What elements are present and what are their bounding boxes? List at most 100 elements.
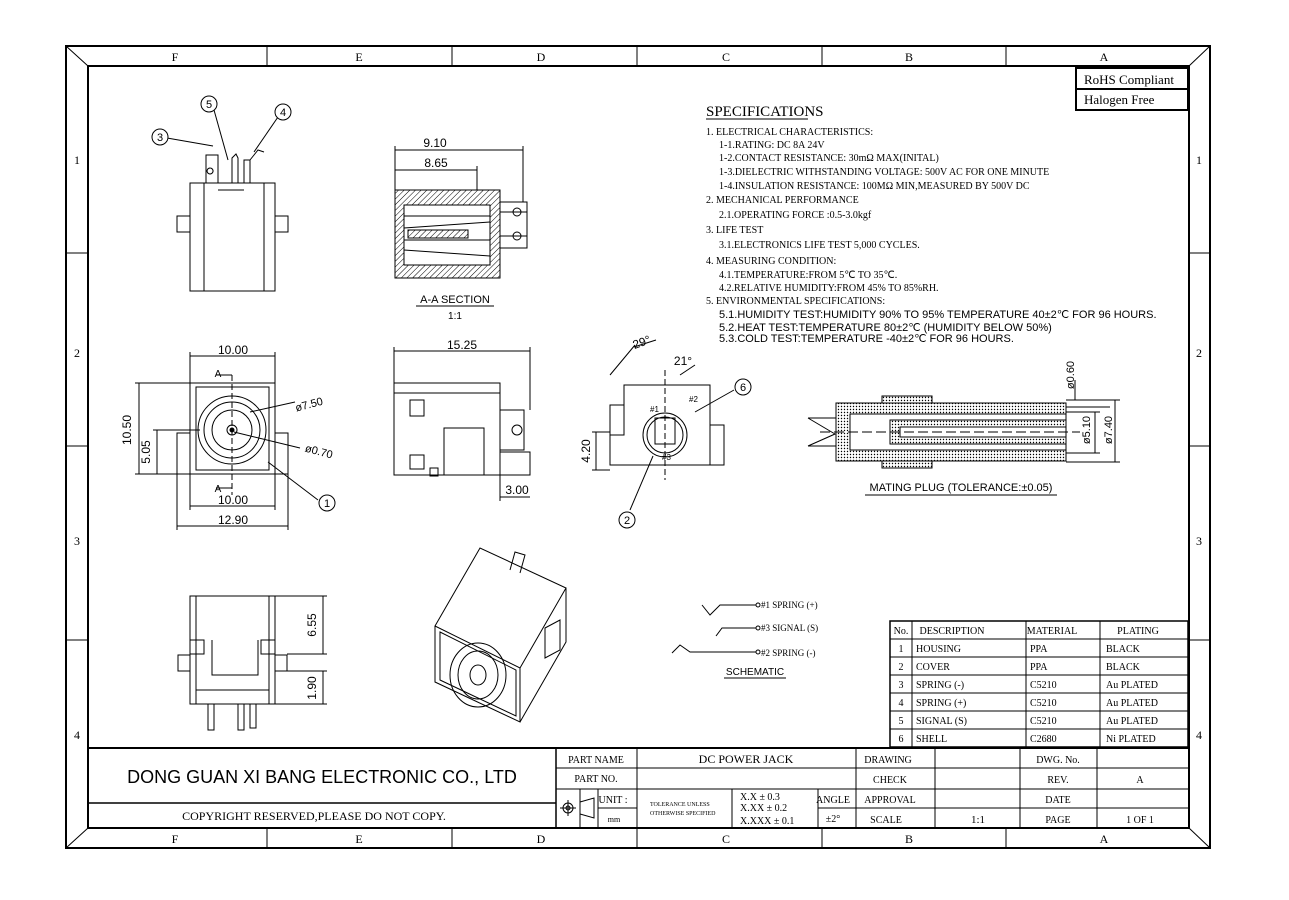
bom-header-plating: PLATING: [1117, 626, 1159, 637]
tolerance-3: X.XXX ± 0.1: [740, 816, 794, 827]
bom-header-material: MATERIAL: [1027, 626, 1078, 637]
unit-value: mm: [608, 815, 621, 824]
bom-cell: C5210: [1030, 680, 1057, 691]
bom-cell: Au PLATED: [1106, 698, 1158, 709]
drawing-label: DRAWING: [864, 755, 912, 766]
rear-view: [592, 339, 735, 511]
tolerance-1: X.X ± 0.3: [740, 792, 780, 803]
dim-9-10: 9.10: [423, 136, 447, 150]
bom-cell: Au PLATED: [1106, 680, 1158, 691]
spec-line: 4. MEASURING CONDITION:: [706, 256, 836, 267]
bom-cell: 2: [899, 662, 904, 673]
specifications-block: SPECIFICATIONS 1. ELECTRICAL CHARACTERIS…: [706, 104, 1157, 345]
page-label: PAGE: [1045, 815, 1070, 826]
row-1-right: 1: [1196, 153, 1202, 167]
top-view: [166, 109, 289, 292]
zone-a-bottom: A: [1100, 832, 1109, 846]
callout-4: 4: [280, 107, 286, 119]
spec-line: 3. LIFE TEST: [706, 225, 763, 236]
zone-b-bottom: B: [905, 832, 913, 846]
approval-label: APPROVAL: [864, 795, 916, 806]
dim-8-65: 8.65: [424, 156, 448, 170]
spec-line: 5.3.COLD TEST:TEMPERATURE -40±2℃ FOR 96 …: [719, 333, 1014, 345]
bom-cell: 6: [899, 734, 904, 745]
halogen-badge: Halogen Free: [1084, 92, 1155, 107]
side-view: [393, 347, 531, 501]
row-4-left: 4: [74, 728, 80, 742]
row-2-left: 2: [74, 346, 80, 360]
tolerance-label-1: TOLERANCE UNLESS: [650, 802, 710, 808]
bom-cell: SIGNAL (S): [916, 716, 967, 727]
dim-21-deg: 21°: [674, 354, 692, 368]
bom-cell: Ni PLATED: [1106, 734, 1156, 745]
section-mark-a-top: A: [215, 369, 222, 380]
row-2-right: 2: [1196, 346, 1202, 360]
schematic-line-1: #1 SPRING (+): [761, 600, 818, 610]
zone-f-bottom: F: [172, 832, 179, 846]
bom-cell: HOUSING: [916, 644, 961, 655]
row-4-right: 4: [1196, 728, 1202, 742]
page-value: 1 OF 1: [1126, 815, 1154, 826]
dim-3-00: 3.00: [505, 483, 529, 497]
plug-dim-5-10: ø5.10: [1081, 416, 1093, 444]
dwg-no-label: DWG. No.: [1036, 755, 1080, 766]
bom-cell: C5210: [1030, 716, 1057, 727]
spec-line: 1-1.RATING: DC 8A 24V: [719, 140, 825, 151]
callout-1-circle: [318, 494, 336, 512]
bom-cell: 3: [899, 680, 904, 691]
zone-c-top: C: [722, 50, 730, 64]
top-view-callouts: 3 5 4: [151, 95, 292, 146]
schematic: [671, 602, 786, 679]
callout-2-circle: [618, 511, 636, 529]
spec-line: 1-4.INSULATION RESISTANCE: 100MΩ MIN,MEA…: [719, 181, 1030, 192]
dim-dia-7-50: ø7.50: [294, 396, 324, 415]
bom-cell: 1: [899, 644, 904, 655]
section-label: A-A SECTION: [420, 294, 490, 306]
projection-symbol-icon: [560, 797, 595, 819]
zone-b-top: B: [905, 50, 913, 64]
rev-value: A: [1136, 775, 1144, 786]
dim-10-00-top: 10.00: [218, 343, 248, 357]
spec-line: 4.1.TEMPERATURE:FROM 5℃ TO 35℃.: [719, 270, 897, 281]
isometric-view: [434, 547, 567, 723]
spec-line: 4.2.RELATIVE HUMIDITY:FROM 45% TO 85%RH.: [719, 283, 939, 294]
part-name-label: PART NAME: [568, 755, 624, 766]
dim-6-55: 6.55: [305, 613, 319, 637]
spec-line: 2. MECHANICAL PERFORMANCE: [706, 195, 859, 206]
schematic-line-2: #2 SPRING (-): [761, 648, 816, 658]
callout-6: 6: [740, 382, 746, 394]
bom-cell: COVER: [916, 662, 950, 673]
bom-cell: SPRING (-): [916, 680, 964, 691]
bom-cell: Au PLATED: [1106, 716, 1158, 727]
dim-29-deg: 29°: [631, 332, 653, 351]
row-3-right: 3: [1196, 534, 1202, 548]
bom-content: No. DESCRIPTION MATERIAL PLATING 1 HOUSI…: [894, 626, 1159, 745]
bom-cell: BLACK: [1106, 662, 1141, 673]
spec-title: SPECIFICATIONS: [706, 104, 824, 120]
spec-line: 1. ELECTRICAL CHARACTERISTICS:: [706, 127, 873, 138]
spec-line: 2.1.OPERATING FORCE :0.5-3.0kgf: [719, 210, 872, 221]
bom-cell: BLACK: [1106, 644, 1141, 655]
front-view: [135, 352, 319, 530]
mating-plug: [807, 380, 1120, 496]
row-1-left: 1: [74, 153, 80, 167]
angle-value: ±2°: [826, 814, 841, 825]
zone-c-bottom: C: [722, 832, 730, 846]
scale-label: SCALE: [870, 815, 902, 826]
schematic-label: SCHEMATIC: [726, 667, 784, 678]
dim-15-25: 15.25: [447, 338, 477, 352]
bom-cell: SPRING (+): [916, 698, 966, 709]
rev-label: REV.: [1047, 775, 1068, 786]
part-name-value: DC POWER JACK: [699, 752, 794, 766]
bom-cell: C5210: [1030, 698, 1057, 709]
scale-value: 1:1: [971, 814, 985, 826]
callout-1: 1: [324, 498, 330, 510]
bom-header-no: No.: [894, 626, 909, 637]
inner-border: [87, 65, 1190, 829]
bom-cell: SHELL: [916, 734, 947, 745]
tolerance-2: X.XX ± 0.2: [740, 803, 787, 814]
spec-line: 1-2.CONTACT RESISTANCE: 30mΩ MAX(INITAL): [719, 153, 939, 164]
pin-2-label: #2: [689, 395, 698, 404]
spec-line: 5.2.HEAT TEST:TEMPERATURE 80±2℃ (HUMIDIT…: [719, 322, 1052, 334]
